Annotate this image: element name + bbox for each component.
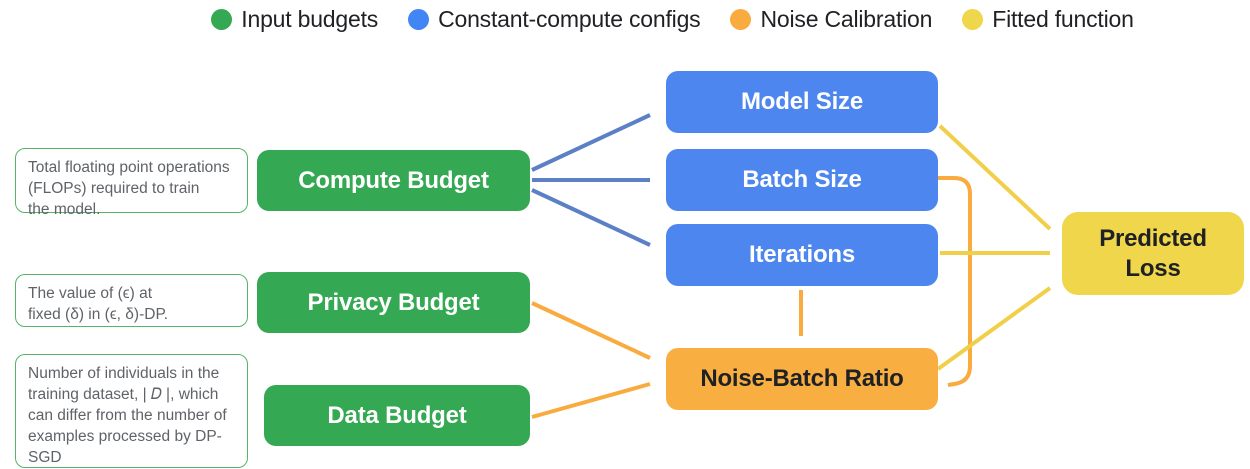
legend-item-constant-compute-configs: Constant-compute configs: [408, 6, 701, 33]
arrow-noise-batch-ratio-to-predicted-loss: [936, 286, 1052, 371]
node-noise-batch-ratio: Noise-Batch Ratio: [666, 348, 938, 410]
compute-budget-description: Total floating point operations (FLOPs) …: [15, 148, 248, 218]
node-model-size: Model Size: [666, 71, 938, 133]
legend-item-input-budgets: Input budgets: [211, 6, 378, 33]
legend-label: Input budgets: [241, 6, 379, 32]
legend-label: Fitted function: [992, 6, 1134, 32]
yellow-dot-icon: [962, 9, 984, 30]
node-privacy-budget: Privacy Budget: [257, 272, 530, 333]
node-predicted-loss: Predicted Loss: [1062, 212, 1244, 295]
legend-item-fitted-function: Fitted function: [962, 6, 1134, 33]
legend-item-noise-calibration: Noise Calibration: [730, 6, 932, 33]
node-data-budget: Data Budget: [264, 385, 530, 446]
arrow-batch-size-to-noise-batch-ratio: [938, 176, 972, 387]
data-budget-description: Number of individuals in the training da…: [15, 354, 248, 468]
legend: Input budgets Constant-compute configs N…: [0, 6, 1250, 33]
legend-label: Noise Calibration: [760, 6, 933, 32]
node-batch-size: Batch Size: [666, 149, 938, 211]
orange-dot-icon: [730, 9, 752, 30]
arrow-compute-to-iterations: [531, 188, 651, 247]
arrow-compute-to-model-size: [531, 113, 651, 172]
node-compute-budget: Compute Budget: [257, 150, 530, 211]
blue-dot-icon: [408, 9, 430, 30]
arrow-privacy-to-noise-batch-ratio: [531, 301, 651, 360]
green-dot-icon: [211, 9, 233, 30]
node-iterations: Iterations: [666, 224, 938, 286]
arrow-model-size-to-predicted-loss: [938, 124, 1052, 231]
arrow-data-to-noise-batch-ratio: [531, 382, 651, 419]
privacy-budget-description: The value of (ϵ) at fixed (δ) in (ϵ, δ)-…: [15, 274, 248, 327]
legend-label: Constant-compute configs: [438, 6, 701, 32]
